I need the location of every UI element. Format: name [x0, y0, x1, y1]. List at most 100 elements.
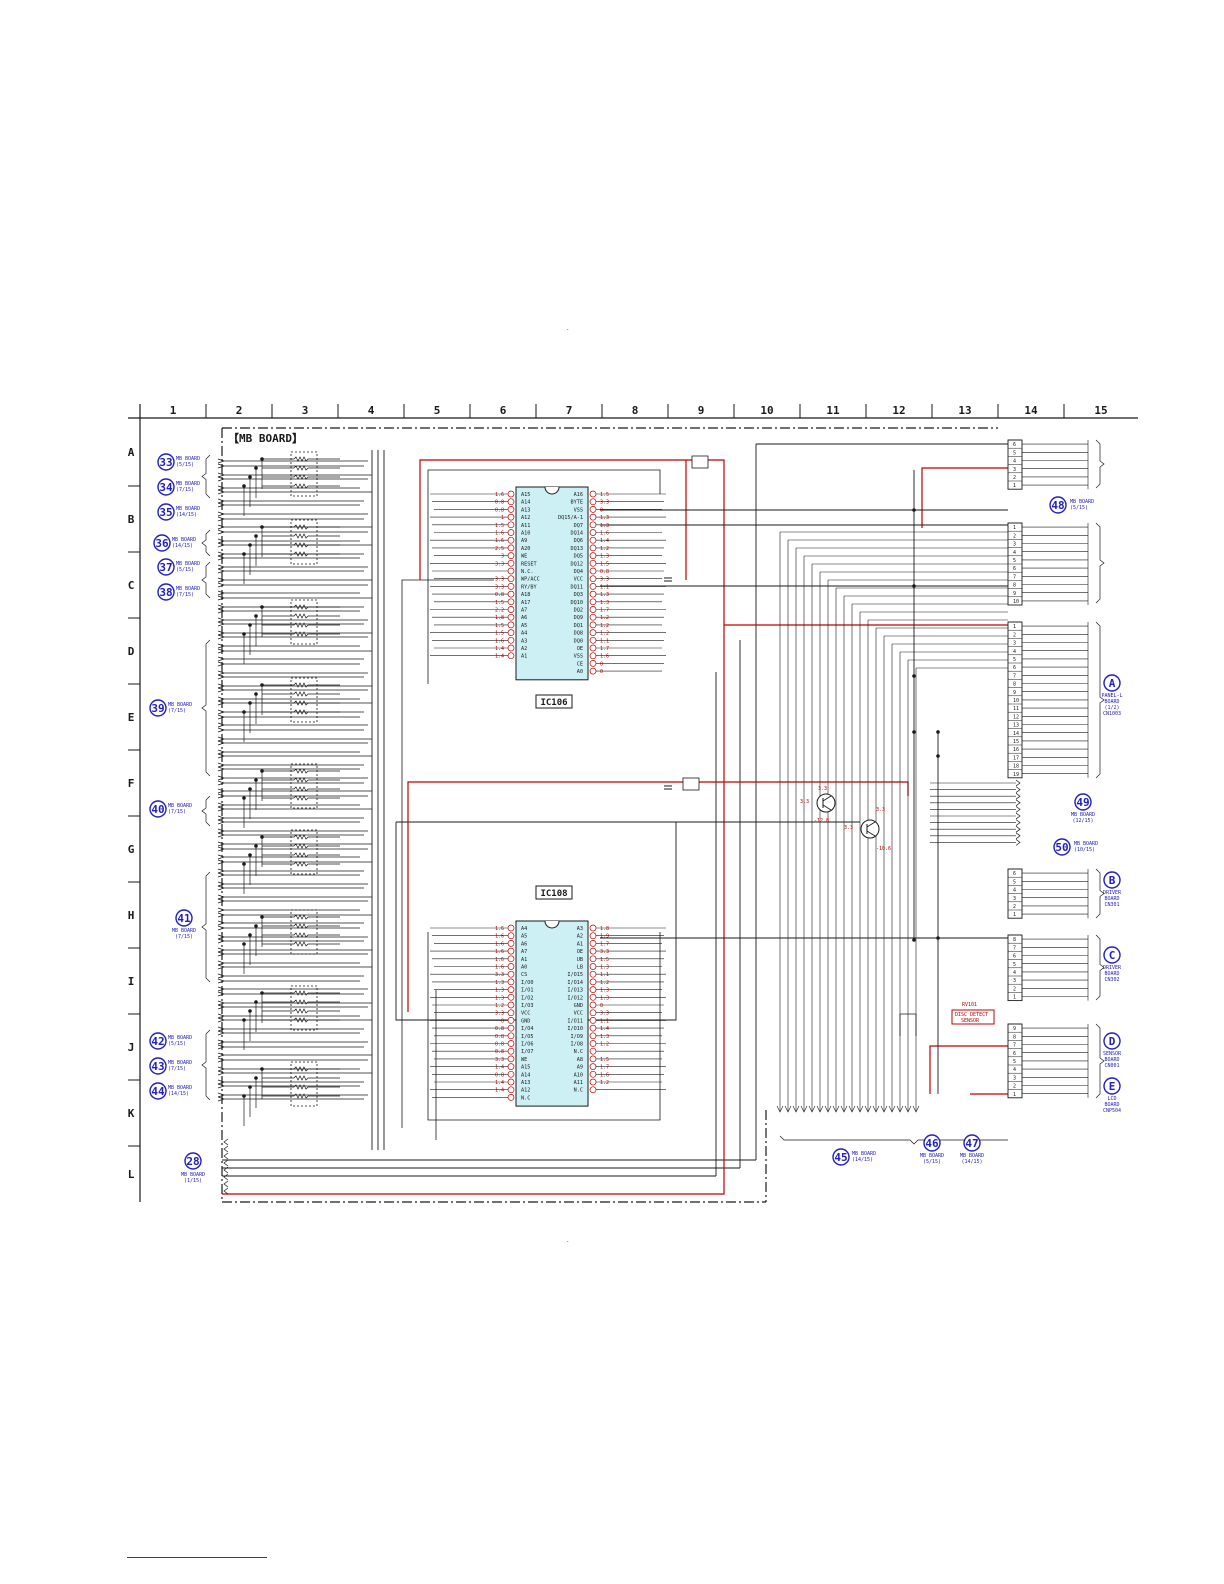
connector-pin-number: 1: [1013, 995, 1016, 1001]
ref-number: 49: [1076, 796, 1089, 809]
ref-text: (10/15): [1074, 847, 1095, 853]
connector-arrow: [223, 1145, 229, 1153]
pin-voltage: 3.3: [495, 584, 504, 590]
wire: [427, 469, 661, 684]
row-label-L: L: [128, 1168, 135, 1181]
pin-marker: [507, 1094, 515, 1101]
pin-name: A14: [521, 500, 530, 506]
bus-arrow: [217, 749, 225, 753]
bus-arrow: [217, 1068, 225, 1072]
transistor-voltage: -12.8: [814, 818, 829, 824]
pin-voltage: 1.6: [495, 957, 504, 963]
bus-arrow: [217, 1017, 225, 1021]
connector-pin-number: 7: [1013, 574, 1016, 580]
pin-voltage: 0.8: [495, 1049, 504, 1055]
transistor-body: [860, 819, 880, 839]
bus-arrow: [217, 808, 225, 812]
bus-arrow: [217, 658, 225, 662]
bus-arrow: [217, 590, 225, 594]
ref-circle: [1074, 793, 1092, 811]
ref-number: 35: [159, 506, 172, 519]
column-label-3: 3: [302, 404, 309, 417]
ref-text: MB BOARD: [168, 702, 192, 708]
junction-dot: [912, 730, 916, 734]
pin-marker: [507, 986, 515, 993]
bus-arrow: [217, 817, 225, 821]
ref-text: MB BOARD: [168, 1060, 192, 1066]
pin-name: DQ15/A-1: [558, 515, 583, 521]
fan-arrow: [776, 1105, 784, 1113]
ic-body: [515, 486, 589, 681]
connector-pin-number: 8: [1013, 583, 1016, 589]
ref-text: (5/15): [168, 1041, 186, 1047]
pin-name: DQ4: [574, 569, 583, 575]
pin-marker: [589, 986, 597, 993]
bus-arrow: [217, 476, 225, 480]
ref-number: 47: [965, 1137, 978, 1150]
junction-dot: [254, 534, 258, 538]
bus-arrow: [217, 1028, 225, 1032]
junction-dot: [260, 525, 264, 529]
bracket: [1095, 522, 1105, 604]
pin-name: GND: [574, 1003, 583, 1009]
fan-arrow: [816, 1105, 824, 1113]
pin-voltage: 3: [501, 554, 504, 560]
bus-arrow: [217, 1079, 225, 1083]
bus-arrow: [217, 762, 225, 766]
pin-marker: [507, 521, 515, 529]
transistor-voltage: -10.6: [876, 846, 891, 852]
pin-voltage: 0: [600, 507, 603, 513]
pin-voltage: 1.7: [600, 646, 609, 652]
pin-marker: [589, 567, 597, 575]
resistor-network-6: [290, 829, 318, 875]
resistor-network-3: [290, 599, 318, 645]
pin-voltage: 1.3: [495, 995, 504, 1001]
junction-dot: [254, 692, 258, 696]
pin-name: I/O13: [567, 988, 583, 994]
ref-number: 44: [151, 1085, 165, 1098]
bus-arrow: [217, 861, 225, 865]
connector-pin-number: 2: [1013, 533, 1016, 539]
ref-circle: [1103, 1032, 1121, 1050]
ic-group: A151.6A140.8A130.8A121A111.5A101.6A91.6A…: [430, 486, 666, 1107]
bus-arrow: [217, 964, 225, 968]
bus-arrow: [217, 1092, 225, 1096]
bus-arrow: [217, 489, 225, 493]
pin-name: A2: [521, 646, 527, 652]
pin-voltage: 0: [600, 661, 603, 667]
connector-pin-number: 1: [1013, 912, 1016, 918]
ref-41: 41: [175, 909, 193, 927]
connector-pin-number: 12: [1013, 714, 1019, 720]
bus-arrow: [217, 689, 225, 693]
connector-pin-number: 5: [1013, 657, 1016, 663]
connector-pin-number: 3: [1013, 641, 1016, 647]
bus-arrow: [217, 819, 225, 823]
pin-name: DQ11: [571, 584, 584, 590]
pin-name: DQ1: [574, 623, 583, 629]
junction-dot: [242, 710, 246, 714]
pin-name: A1: [577, 941, 583, 947]
fan-arrow: [904, 1105, 912, 1113]
pin-marker: [507, 536, 515, 544]
pin-voltage: 1.3: [600, 523, 609, 529]
pin-marker: [589, 529, 597, 536]
pin-marker: [507, 932, 515, 940]
pin-voltage: 1: [501, 515, 504, 521]
transistor-collector: [822, 795, 832, 802]
pin-voltage: 1.6: [495, 941, 504, 947]
transistor-voltage: 3.3: [818, 786, 827, 792]
bus-arrow: [217, 577, 225, 581]
junction-dot: [912, 938, 916, 942]
ic-label-box: [535, 694, 573, 709]
ref-letter: A: [1109, 677, 1116, 690]
board-title: 【MB BOARD】: [228, 432, 303, 445]
ref-text: MB BOARD: [181, 1172, 205, 1178]
ref-text: (5/15): [176, 567, 194, 573]
pin-voltage: 1.5: [600, 957, 609, 963]
ref-text: LCD: [1107, 1096, 1116, 1102]
bus-arrow: [217, 645, 225, 649]
bus-arrow: [217, 802, 225, 806]
resistor: [262, 1084, 340, 1090]
pin-voltage: 1.6: [495, 492, 504, 498]
